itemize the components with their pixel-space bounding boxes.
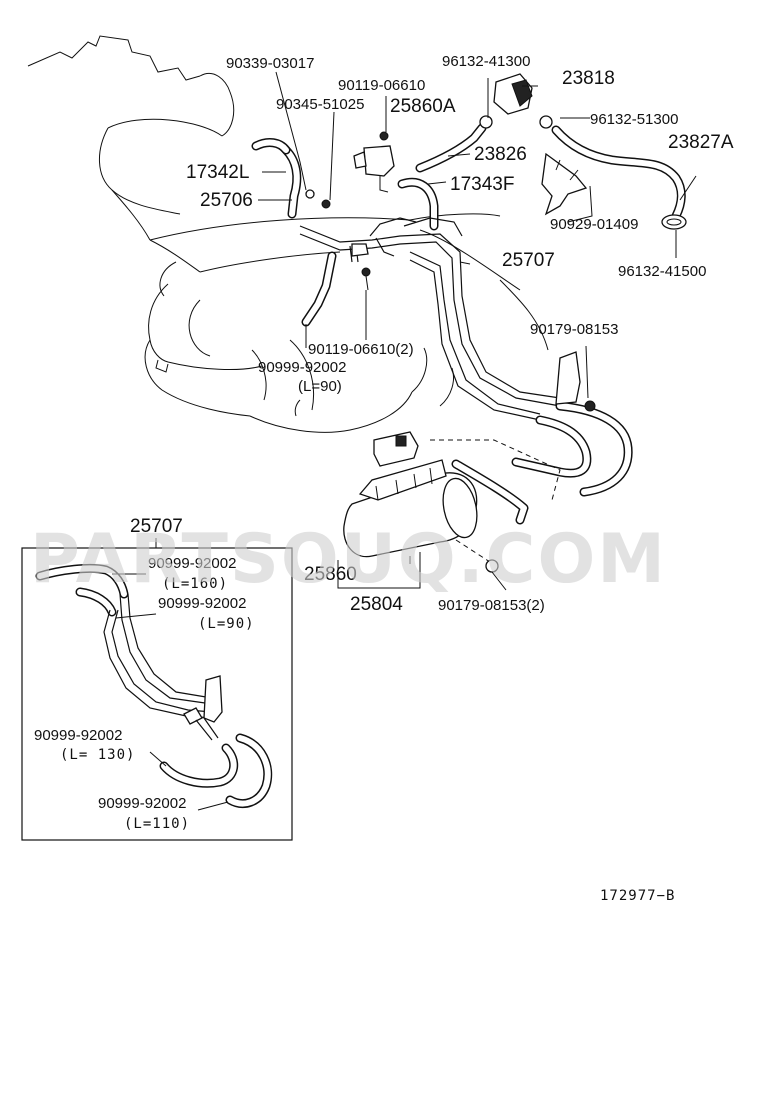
- label-17343F: 17343F: [450, 174, 514, 195]
- label-90119-06610: 90119-06610: [338, 77, 425, 94]
- inset-25707: 25707 90999-92002 (L=160) 90999-92002 (L…: [21, 516, 293, 841]
- diagram-code: 172977−B: [600, 888, 675, 904]
- inset-hose-4-length: (L=110): [124, 816, 190, 832]
- label-25804: 25804: [350, 594, 403, 615]
- label-90345-51025: 90345-51025: [276, 96, 364, 113]
- label-17342L: 17342L: [186, 162, 249, 183]
- label-90339-03017: 90339-03017: [226, 55, 314, 72]
- engine-outline: [27, 35, 549, 433]
- label-25860: 25860: [304, 564, 357, 585]
- label-25706: 25706: [200, 190, 253, 211]
- inset-hose-1-length: (L=160): [162, 576, 228, 592]
- inset-hose-2-part: 90999-92002: [158, 595, 246, 612]
- canister-assembly: [337, 431, 561, 589]
- hose-assembly-main: [251, 123, 686, 497]
- label-90929-01409: 90929-01409: [550, 216, 638, 233]
- label-90179-08153-2: 90179-08153(2): [438, 597, 545, 614]
- label-25860A: 25860A: [390, 96, 456, 117]
- label-96132-41500: 96132-41500: [618, 263, 706, 280]
- watermark: PARTSOUQ.COM: [30, 520, 667, 599]
- label-90999-92002: 90999-92002: [258, 359, 346, 376]
- label-96132-41300: 96132-41300: [442, 53, 530, 70]
- inset-hose-3-part: 90999-92002: [34, 727, 122, 744]
- label-90999-92002-length: (L=90): [298, 378, 342, 395]
- label-96132-51300: 96132-51300: [590, 111, 678, 128]
- label-25707: 25707: [502, 250, 555, 271]
- part-labels: 90339-03017 90119-06610 96132-41300 2381…: [186, 53, 734, 615]
- inset-hose-4-part: 90999-92002: [98, 795, 186, 812]
- label-23818: 23818: [562, 68, 615, 89]
- inset-hose-3-length: (L= 130): [60, 747, 135, 763]
- inset-hose-1-part: 90999-92002: [148, 555, 236, 572]
- solenoid-parts: [305, 73, 687, 291]
- inset-hose-2-length: (L=90): [198, 616, 255, 632]
- leader-lines: [258, 71, 697, 591]
- label-23826: 23826: [474, 144, 527, 165]
- inset-title: 25707: [130, 516, 183, 537]
- label-23827A: 23827A: [668, 132, 734, 153]
- label-90119-06610-2: 90119-06610(2): [308, 341, 414, 358]
- label-90179-08153: 90179-08153: [530, 321, 618, 338]
